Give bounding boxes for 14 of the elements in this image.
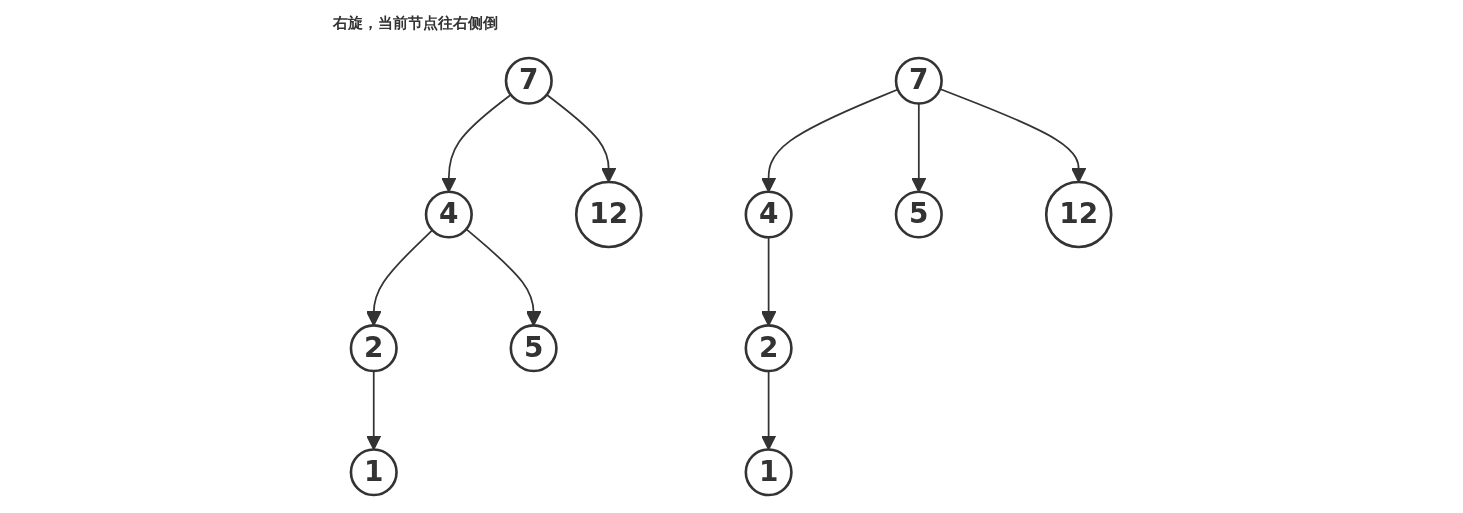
node-circle: 1	[350, 448, 399, 497]
arrow	[546, 93, 617, 183]
node-circle: 12	[575, 180, 643, 249]
node-circle: 7	[895, 56, 944, 105]
node-circle: 4	[744, 190, 794, 239]
node-circle: 1	[744, 448, 794, 497]
node-circle: 2	[350, 324, 399, 373]
node-circle: 2	[744, 324, 794, 373]
node-circle: 4	[425, 190, 474, 239]
node-circle: 5	[509, 324, 559, 373]
node-circle: 5	[895, 190, 944, 239]
node-circle: 7	[505, 56, 554, 105]
node-circle: 12	[1045, 180, 1113, 249]
diagram-title: 右旋，当前节点往右侧倒	[331, 14, 499, 33]
